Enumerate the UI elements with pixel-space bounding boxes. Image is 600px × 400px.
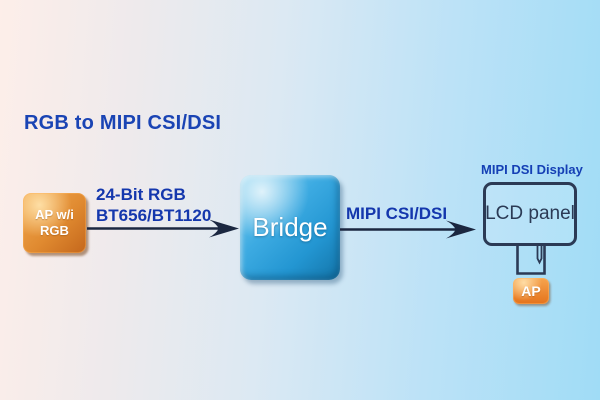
node-ap-display: AP xyxy=(513,278,549,304)
lcd-panel-label: LCD panel xyxy=(485,203,575,224)
ap-source-label-line1: AP w/i xyxy=(35,207,74,222)
node-ap-source: AP w/i RGB xyxy=(23,193,86,253)
input-bus-label: 24-Bit RGB BT656/BT1120 xyxy=(96,184,211,226)
output-bus-label: MIPI CSI/DSI xyxy=(346,204,448,223)
page-title: RGB to MIPI CSI/DSI xyxy=(24,112,222,134)
lcd-panel: LCD panel xyxy=(483,182,577,246)
input-bus-label-line1: 24-Bit RGB xyxy=(96,185,186,204)
input-bus-label-line2: BT656/BT1120 xyxy=(96,206,212,225)
display-caption: MIPI DSI Display xyxy=(481,162,583,177)
node-bridge: Bridge xyxy=(240,175,340,280)
panel-connector-icon xyxy=(516,246,546,275)
ap-source-label-line2: RGB xyxy=(40,223,69,238)
bridge-label: Bridge xyxy=(252,212,328,242)
